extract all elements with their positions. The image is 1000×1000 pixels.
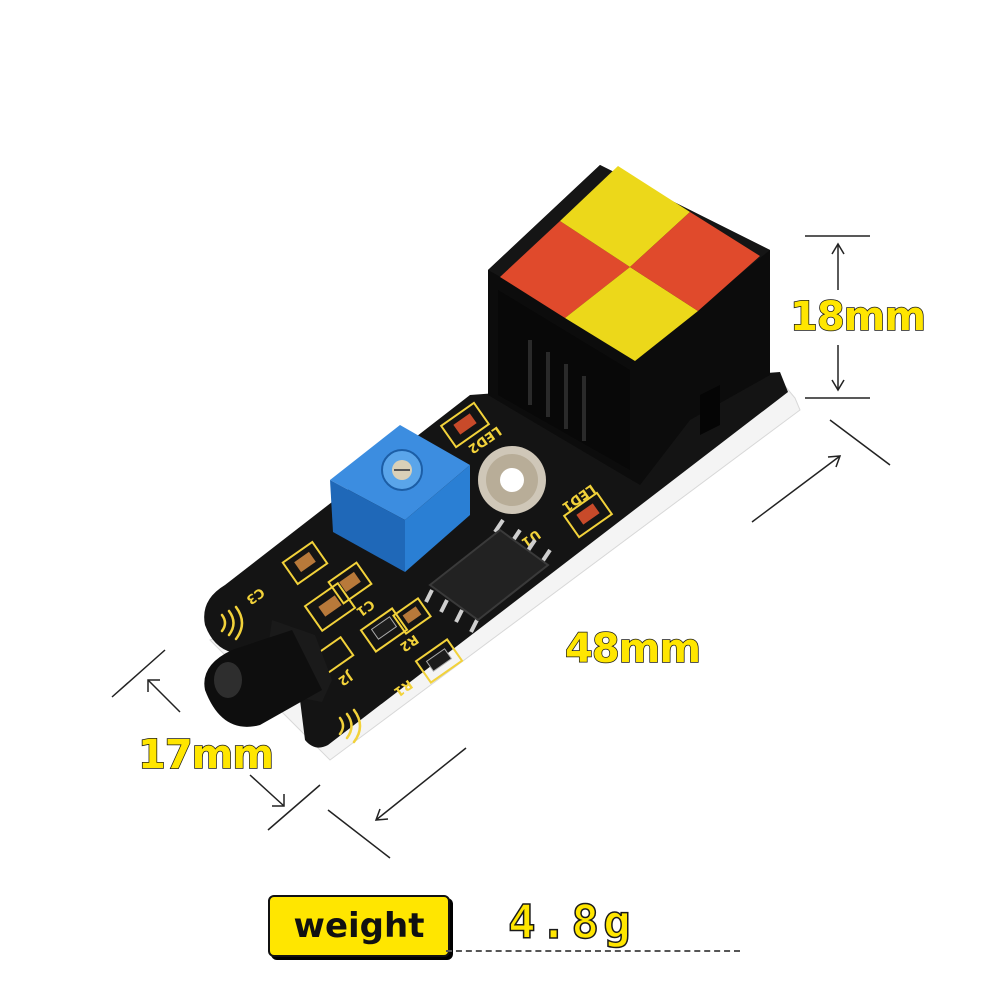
- height-label: 18mm: [790, 294, 925, 340]
- potentiometer: [330, 425, 470, 572]
- flame-ir-led: [204, 620, 332, 727]
- length-label: 48mm: [565, 626, 700, 672]
- label-j2: J2: [335, 667, 356, 688]
- ic-chip: [424, 518, 552, 633]
- length-dimension: [327, 419, 891, 859]
- weight-value: 4.8g: [507, 894, 635, 950]
- width-label: 17mm: [138, 732, 273, 778]
- mounting-hole: [478, 446, 546, 514]
- color-cube-logo: [500, 166, 760, 361]
- weight-dashed-line: [446, 950, 740, 952]
- width-dimension: [111, 649, 321, 831]
- smd-components: [294, 413, 600, 672]
- height-dimension: [805, 235, 870, 399]
- signal-wave-icon: [220, 605, 362, 744]
- weight-label-badge: weight: [268, 895, 450, 957]
